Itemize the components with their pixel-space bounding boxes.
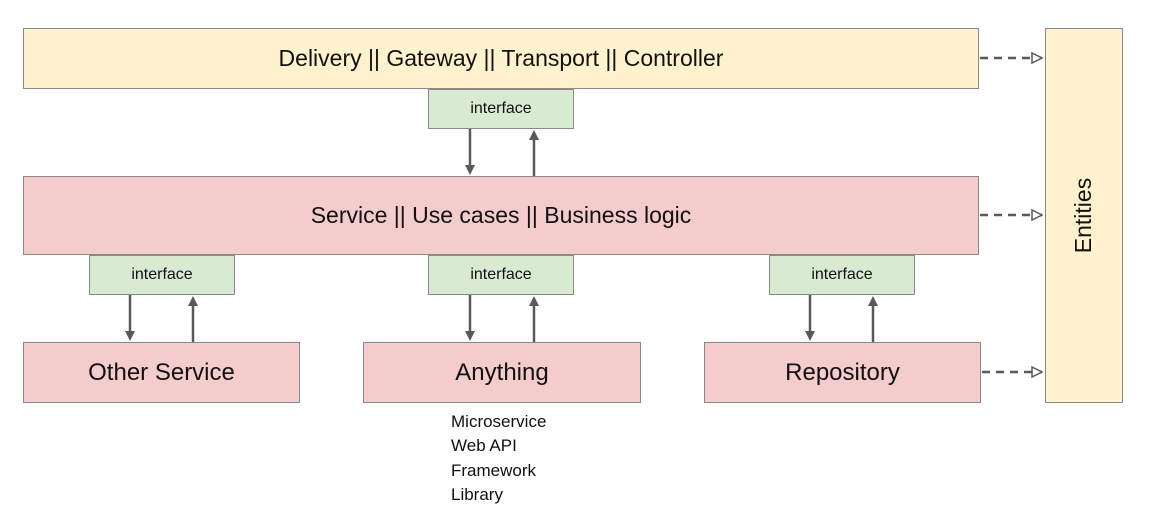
delivery-layer-label: Delivery || Gateway || Transport || Cont… <box>278 45 724 71</box>
delivery-layer-box: Delivery || Gateway || Transport || Cont… <box>23 28 979 89</box>
other-service-label: Other Service <box>88 358 235 386</box>
anything-label: Anything <box>455 358 549 386</box>
interface-box-right: interface <box>769 255 915 295</box>
interface-label-right: interface <box>811 266 873 283</box>
interface-box-left: interface <box>89 255 235 295</box>
entities-box: Entities <box>1045 28 1123 403</box>
example-item: Framework <box>451 460 537 480</box>
service-layer-label: Service || Use cases || Business logic <box>310 202 692 228</box>
interface-label-top: interface <box>470 100 532 117</box>
entities-label: Entities <box>1070 177 1097 254</box>
anything-examples-list: Microservice Web API Framework Library <box>451 410 546 507</box>
interface-box-middle: interface <box>428 255 574 295</box>
example-item: Microservice <box>451 412 547 431</box>
interface-label-left: interface <box>131 266 193 283</box>
other-service-box: Other Service <box>23 342 300 403</box>
interface-box-top: interface <box>428 89 574 129</box>
example-item: Library <box>451 484 503 504</box>
anything-box: Anything <box>363 342 641 403</box>
example-item: Web API <box>451 436 517 456</box>
repository-box: Repository <box>704 342 981 403</box>
repository-label: Repository <box>785 358 900 386</box>
service-layer-box: Service || Use cases || Business logic <box>23 176 979 255</box>
interface-label-middle: interface <box>470 266 532 283</box>
